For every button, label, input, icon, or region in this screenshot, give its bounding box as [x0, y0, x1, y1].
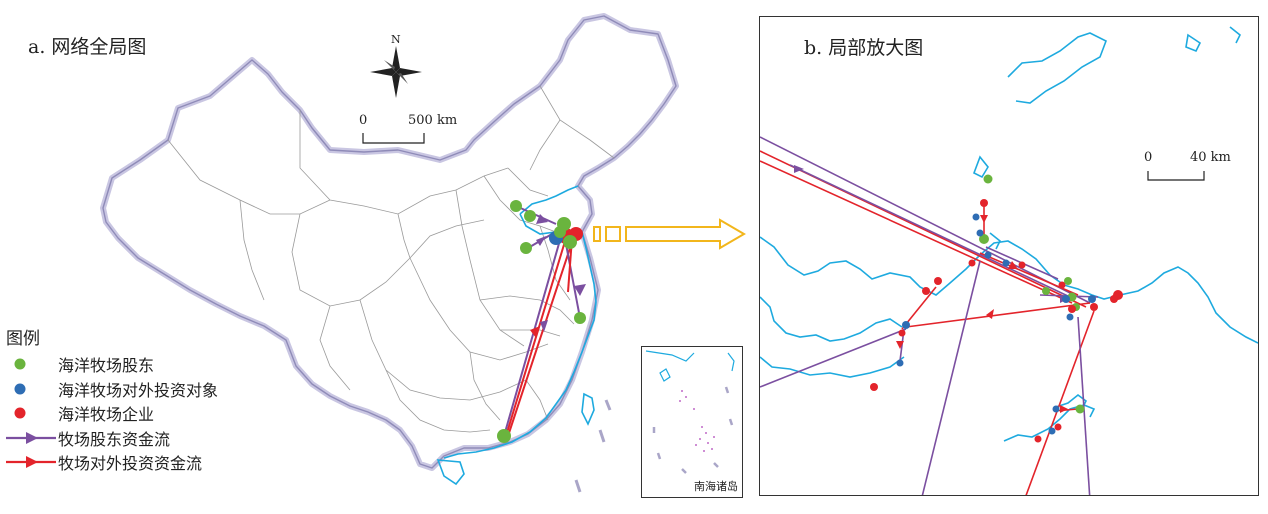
node-shareholder	[983, 174, 993, 184]
node-shareholder	[1064, 277, 1072, 285]
node-investment-target	[972, 213, 980, 221]
node-enterprise	[922, 287, 930, 295]
scale-bar-a	[362, 133, 425, 144]
node-investment-target	[902, 321, 910, 329]
zoom-map-frame: b. 局部放大图 0 40 km	[759, 16, 1259, 496]
node-enterprise	[1034, 435, 1042, 443]
legend-item-shareholder-flow: 牧场股东资金流	[6, 426, 218, 451]
legend-arrow-red-icon	[6, 456, 56, 469]
node-enterprise	[934, 277, 942, 285]
node-enterprise	[870, 383, 878, 391]
legend-item-shareholder: 海洋牧场股东	[6, 352, 218, 377]
scale-b-value: 40 km	[1190, 150, 1231, 165]
node-shareholder	[554, 226, 566, 238]
node-shareholder	[510, 200, 522, 212]
scale-a-zero: 0	[359, 113, 368, 128]
zoom-map	[760, 26, 1258, 495]
legend-title: 图例	[6, 329, 40, 349]
node-investment-target	[1048, 427, 1056, 435]
zoom-nodes	[870, 174, 1123, 443]
panel-a-title: a. 网络全局图	[28, 36, 147, 58]
maritime-boundary	[574, 399, 612, 493]
inset-label: 南海诸岛	[694, 480, 738, 493]
flow-arrowheads	[530, 214, 586, 338]
legend-item-investment-flow: 牧场对外投资资金流	[6, 450, 218, 475]
south-china-sea-inset: 南海诸岛	[641, 346, 743, 498]
zoom-coastline	[760, 26, 1258, 442]
node-enterprise	[1054, 423, 1062, 431]
legend-arrow-purple-icon	[6, 431, 56, 444]
network-nodes	[497, 200, 586, 443]
node-shareholder	[1042, 287, 1050, 295]
north-arrow-icon	[370, 46, 422, 98]
node-shareholder	[574, 312, 586, 324]
node-enterprise	[1058, 281, 1066, 289]
node-shareholder	[563, 235, 577, 249]
node-investment-target	[984, 251, 992, 259]
node-shareholder	[1075, 404, 1085, 414]
legend-label: 牧场对外投资资金流	[58, 454, 203, 474]
node-enterprise	[898, 329, 906, 337]
node-shareholder	[520, 242, 532, 254]
legend-item-enterprise: 海洋牧场企业	[6, 401, 218, 426]
node-investment-target	[1062, 295, 1070, 303]
legend-dot-green-icon	[14, 358, 26, 370]
node-investment-target	[1066, 313, 1074, 321]
legend-dot-red-icon	[14, 407, 26, 419]
national-boundary-line	[102, 15, 677, 469]
node-enterprise	[1110, 295, 1118, 303]
node-shareholder	[524, 210, 536, 222]
node-investment-target	[976, 229, 984, 237]
scale-a-value: 500 km	[408, 113, 458, 128]
node-investment-target	[896, 359, 904, 367]
node-enterprise	[980, 199, 988, 207]
legend-label: 海洋牧场企业	[58, 405, 155, 425]
legend-label: 海洋牧场对外投资对象	[58, 380, 219, 400]
node-investment-target	[1052, 405, 1060, 413]
compass-north-label: N	[391, 33, 401, 46]
node-enterprise	[968, 259, 976, 267]
zoom-flow-lines	[760, 136, 1099, 495]
legend-label: 牧场股东资金流	[58, 429, 171, 449]
inset-map	[645, 350, 735, 474]
node-enterprise	[1018, 261, 1026, 269]
zoom-flow-arrowheads	[794, 165, 1068, 413]
node-investment-target	[1002, 259, 1010, 267]
legend-label: 海洋牧场股东	[58, 356, 155, 376]
node-shareholder	[497, 429, 511, 443]
legend: 图例 海洋牧场股东 海洋牧场对外投资对象 海洋牧场企业 牧场股东资金流 牧场对外…	[6, 324, 218, 475]
panel-b-title: b. 局部放大图	[804, 37, 924, 59]
legend-dot-blue-icon	[14, 383, 26, 395]
legend-item-investment-target: 海洋牧场对外投资对象	[6, 377, 218, 402]
scale-bar-b	[1147, 171, 1205, 181]
scale-b-zero: 0	[1144, 150, 1153, 165]
node-shareholder	[979, 234, 989, 244]
overview-map	[100, 13, 746, 493]
node-enterprise	[1090, 303, 1098, 311]
node-enterprise	[1068, 305, 1076, 313]
zoom-arrow-icon	[593, 218, 746, 250]
node-investment-target	[1088, 295, 1096, 303]
